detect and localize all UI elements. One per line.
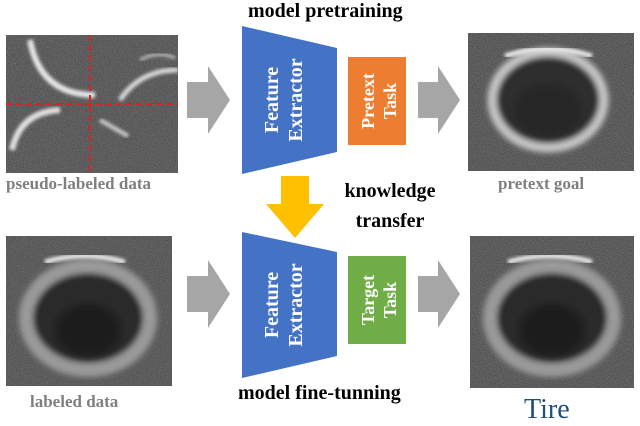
labeled-data-image: [6, 236, 172, 386]
output-image: [470, 236, 634, 388]
extractor-pretrain-line1: Feature: [261, 67, 283, 133]
tire-output-label: Tire: [524, 394, 570, 425]
fine-tuning-title: model fine-tunning: [238, 382, 401, 404]
extractor-pretrain-line2: Extractor: [285, 58, 307, 141]
pretext-task-block: [348, 57, 406, 145]
transfer-arrow-down-icon: [266, 176, 324, 238]
arrow-right-icon: [187, 66, 230, 134]
knowledge-transfer-label: knowledge transfer: [330, 176, 450, 236]
target-task-block: [348, 256, 406, 344]
feature-extractor-finetune: [242, 232, 337, 378]
labeled-data-caption: labeled data: [30, 392, 119, 411]
knowledge-transfer-line2: transfer: [355, 210, 425, 232]
extractor-finetune-line1: Feature: [261, 272, 283, 338]
pretext-task-line2: Task: [380, 83, 400, 119]
target-task-line1: Target: [358, 275, 378, 325]
pseudo-labeled-data-caption: pseudo-labeled data: [6, 174, 151, 193]
pseudo-labeled-image: [6, 35, 178, 173]
pretext-goal-caption: pretext goal: [498, 174, 585, 193]
target-task-line2: Task: [380, 282, 400, 318]
pretext-goal-image: [468, 33, 634, 171]
arrow-right-icon: [187, 260, 230, 328]
pretext-task-line1: Pretext: [358, 73, 378, 129]
extractor-finetune-line2: Extractor: [285, 263, 307, 346]
knowledge-transfer-line1: knowledge: [344, 180, 436, 202]
arrow-right-icon: [418, 260, 460, 328]
pretraining-title: model pretraining: [248, 0, 403, 22]
feature-extractor-pretrain: [242, 26, 337, 174]
arrow-right-icon: [418, 66, 460, 134]
